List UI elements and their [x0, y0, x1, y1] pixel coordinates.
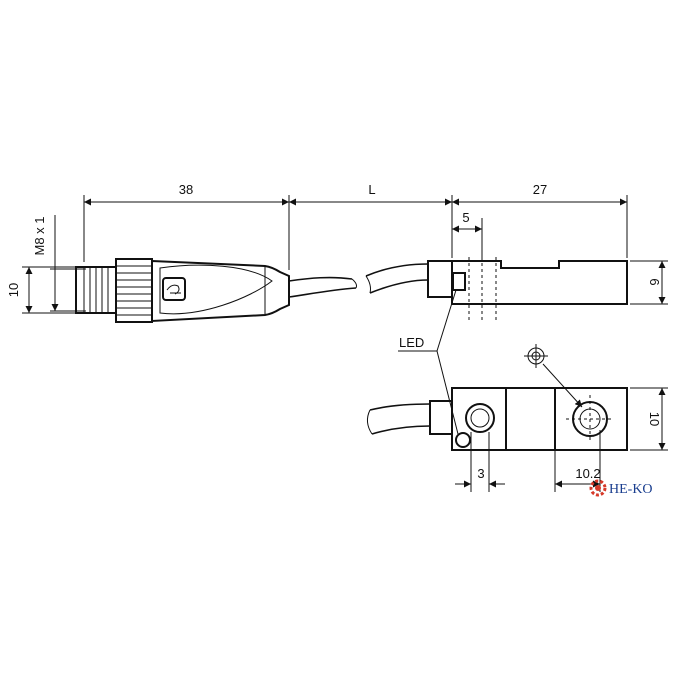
dim-connector-length: 38 [179, 182, 193, 197]
dim-connector-diameter: 10 [6, 283, 21, 297]
sensor-side [427, 257, 628, 320]
m8-connector [75, 258, 290, 323]
dim-sensor-length: 27 [533, 182, 547, 197]
dim-sensor-height-top: 10 [647, 412, 662, 426]
cable-top [366, 403, 431, 435]
dim-mount-spacing: 10.2 [575, 466, 600, 481]
gear-icon [589, 479, 607, 497]
led-label: LED [399, 335, 424, 350]
dim-led-offset: 5 [462, 210, 469, 225]
led-indicator [455, 432, 471, 448]
cable-sensor-side [365, 263, 429, 294]
position-tolerance-icon [524, 344, 548, 368]
watermark: HE-KO [589, 479, 653, 497]
side-view [75, 257, 628, 323]
watermark-text: HE-KO [609, 482, 653, 497]
dim-sensor-height-side: 6 [647, 278, 662, 285]
dim-led-hole: 3 [477, 466, 484, 481]
dim-cable-length: L [368, 182, 375, 197]
top-view [366, 344, 628, 451]
led-window [452, 272, 466, 291]
brand-logo [162, 277, 186, 301]
sensor-top [451, 387, 628, 451]
dim-thread: M8 x 1 [32, 216, 47, 255]
dimension-lines [22, 195, 668, 492]
cable-connector-side [288, 276, 357, 298]
led-hole [465, 403, 495, 433]
